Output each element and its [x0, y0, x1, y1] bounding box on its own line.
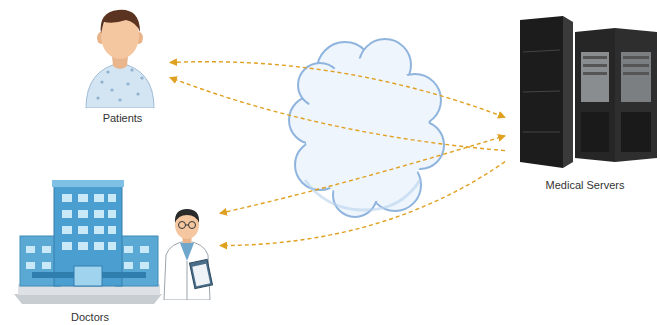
dashed-connector	[220, 136, 505, 213]
cloud-illustration	[285, 30, 450, 220]
node-label: Medical Servers	[510, 179, 660, 192]
node-label: Patients	[75, 112, 170, 125]
dashed-connector	[170, 78, 505, 151]
icon-node: Doctors	[10, 178, 220, 325]
icon-node: Patients	[75, 5, 170, 130]
dashed-connector	[220, 162, 505, 246]
doctor-figure	[158, 205, 216, 300]
node-label: Doctors	[25, 311, 155, 324]
server-illustration	[515, 12, 660, 172]
icon-node: Medical Servers	[505, 10, 660, 195]
dashed-connector	[170, 62, 505, 118]
hospital-illustration	[12, 176, 167, 306]
patient-icon	[80, 0, 160, 108]
